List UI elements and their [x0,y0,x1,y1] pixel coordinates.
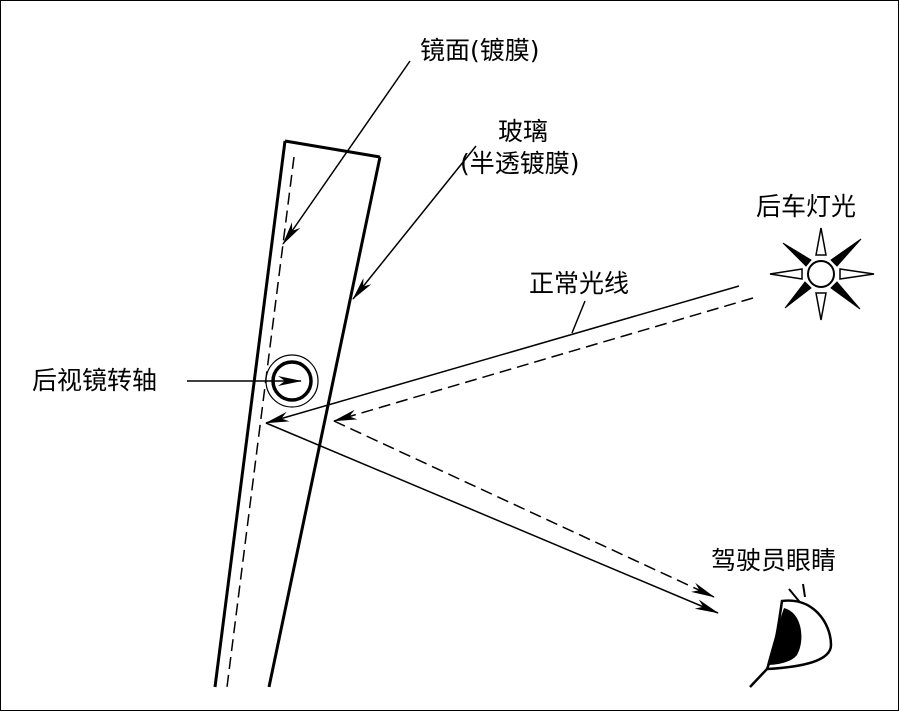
reflected-dashed-ray [333,420,715,598]
glass-label-line2: (半透镀膜) [460,149,580,178]
driver-eye-label: 驾驶员眼睛 [711,546,837,575]
mirror-body [213,139,382,688]
mirror-back-edge [267,156,382,688]
incoming-solid-ray [265,285,740,424]
mirror-front-edge [213,140,287,688]
glass-pointer-arrow [352,145,477,300]
glass-label-line1: 玻璃 [498,117,549,146]
mirror-surface-pointer-arrow [282,60,411,245]
mirror-top-edge [284,139,381,159]
normal-ray-leader [571,300,586,334]
pivot-label: 后视镜转轴 [32,366,158,395]
eye-icon [749,583,833,688]
rear-light-label: 后车灯光 [756,192,857,221]
incoming-dashed-ray [333,297,754,422]
reflected-solid-ray [265,422,719,614]
sun-burst-icon [769,227,875,321]
normal-ray-label: 正常光线 [529,269,630,298]
mirror-coating-line [226,156,295,688]
mirror-surface-label: 镜面(镀膜) [420,36,540,65]
